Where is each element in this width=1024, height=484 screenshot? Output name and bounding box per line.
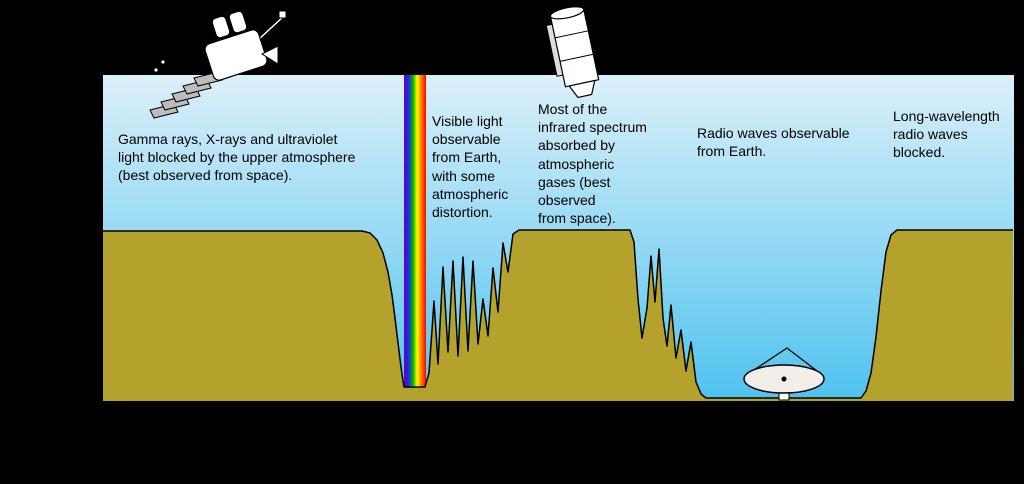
- annotation-longwave-radio: Long-wavelength radio waves blocked.: [893, 108, 1000, 161]
- annotation-radio-waves: Radio waves observable from Earth.: [697, 125, 850, 160]
- annotation-gamma-xray-uv: Gamma rays, X-rays and ultraviolet light…: [118, 131, 356, 184]
- radio-telescope-icon: [743, 347, 825, 401]
- opacity-curve-outline: [103, 229, 1013, 399]
- xray-satellite-icon: [149, 10, 287, 119]
- annotation-infrared: Most of the infrared spectrum absorbed b…: [538, 101, 647, 227]
- visible-light-spectrum-band: [404, 75, 426, 388]
- infrared-telescope-icon: [545, 6, 600, 99]
- annotation-visible-light: Visible light observable from Earth, wit…: [432, 113, 509, 220]
- opacity-curve-fill: [103, 230, 1013, 401]
